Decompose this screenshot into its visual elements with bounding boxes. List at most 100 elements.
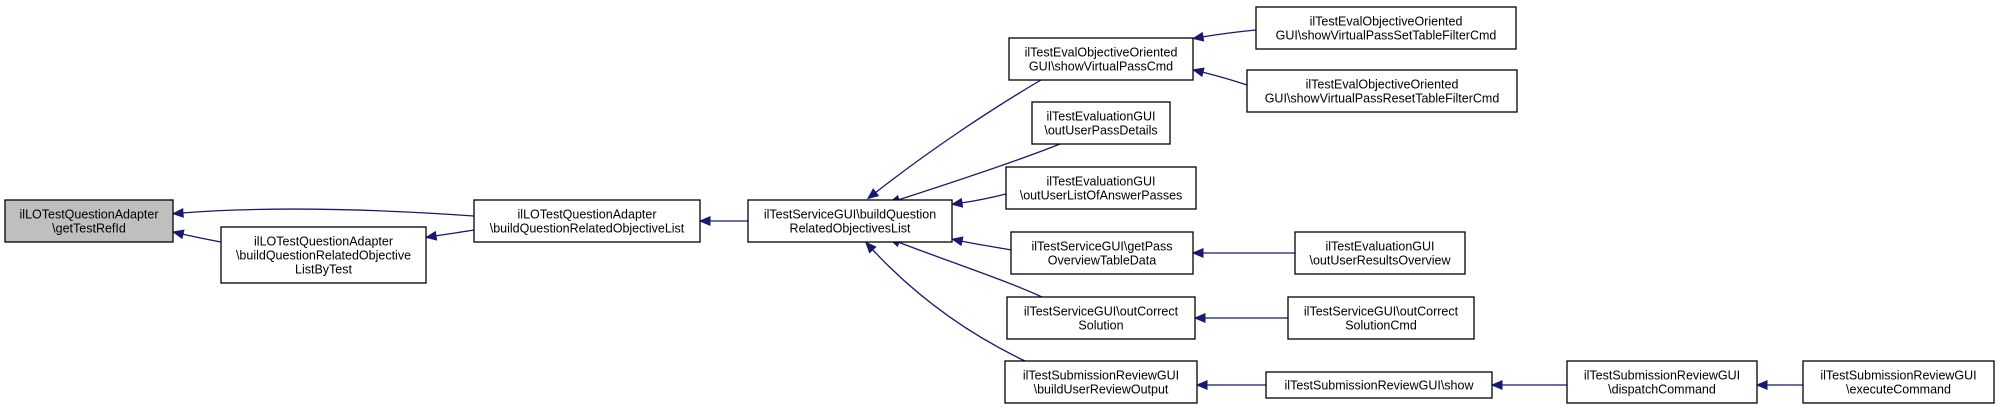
node-label-line: ilTestEvaluationGUI <box>1046 175 1155 189</box>
node-label-line: ilTestSubmissionReviewGUI\show <box>1285 379 1475 393</box>
node-box[interactable] <box>747 199 953 243</box>
node-label-line: \dispatchCommand <box>1608 383 1716 397</box>
node-label-line: RelatedObjectivesList <box>790 222 911 236</box>
node-label-line: ilTestServiceGUI\getPass <box>1031 240 1172 254</box>
node-n15[interactable]: ilTestSubmissionReviewGUI\dispatchComman… <box>1566 360 1758 404</box>
edge-n15-to-n14 <box>1490 380 1567 390</box>
edge-n11-to-n4 <box>1192 67 1248 86</box>
edge-line <box>181 208 475 217</box>
edge-n14-to-n9 <box>1195 380 1266 390</box>
node-label-line: ilTestEvalObjectiveOriented <box>1306 78 1459 92</box>
node-n4[interactable]: ilTestEvalObjectiveOrientedGUI\showVirtu… <box>1008 37 1194 81</box>
node-n6[interactable]: ilTestEvaluationGUI\outUserListOfAnswerP… <box>1005 166 1197 210</box>
node-box[interactable] <box>1031 101 1171 145</box>
edge-line <box>871 248 1026 362</box>
node-box[interactable] <box>1255 6 1517 50</box>
node-box[interactable] <box>1294 231 1466 275</box>
edge-line <box>434 229 475 237</box>
node-label-line: OverviewTableData <box>1048 254 1156 268</box>
arrowhead-icon <box>1755 380 1768 390</box>
node-n16[interactable]: ilTestSubmissionReviewGUI\executeCommand <box>1802 360 1995 404</box>
edge-n1-to-n2 <box>424 229 475 241</box>
arrowhead-icon <box>950 197 964 208</box>
node-label-line: \buildUserReviewOutput <box>1034 383 1169 397</box>
node-label-line: ilLOTestQuestionAdapter <box>254 235 393 249</box>
edge-line <box>960 193 1007 204</box>
node-n0[interactable]: ilLOTestQuestionAdapter\getTestRefId <box>4 199 174 243</box>
node-n5[interactable]: ilTestEvaluationGUI\outUserPassDetails <box>1031 101 1171 145</box>
node-n2[interactable]: ilLOTestQuestionAdapter\buildQuestionRel… <box>220 226 427 284</box>
node-label-line: ilTestServiceGUI\outCorrect <box>1304 305 1459 319</box>
node-box[interactable] <box>1287 296 1475 340</box>
edge-n9-to-n3 <box>865 241 1026 362</box>
node-n1[interactable]: ilLOTestQuestionAdapter\buildQuestionRel… <box>473 199 701 243</box>
node-label-line: \outUserListOfAnswerPasses <box>1020 189 1183 203</box>
edge-n1-to-n0 <box>171 207 475 218</box>
edge-n4-to-n3 <box>866 79 1042 200</box>
node-label-line: ilTestEvaluationGUI <box>1046 110 1155 124</box>
node-label-line: \buildQuestionRelatedObjective <box>236 249 411 263</box>
node-label-line: ilTestServiceGUI\outCorrect <box>1024 305 1179 319</box>
edge-line <box>960 240 1012 251</box>
arrowhead-icon <box>1191 248 1204 258</box>
node-n10[interactable]: ilTestEvalObjectiveOrientedGUI\showVirtu… <box>1255 6 1517 50</box>
arrowhead-icon <box>1193 313 1206 323</box>
node-label-line: Solution <box>1078 319 1123 333</box>
edge-line <box>897 241 1043 298</box>
arrowhead-icon <box>1195 380 1208 390</box>
arrowhead-icon <box>1192 67 1205 78</box>
edge-line <box>874 79 1042 194</box>
arrowhead-icon <box>171 229 185 240</box>
node-label-line: ilLOTestQuestionAdapter <box>518 208 657 222</box>
node-n14[interactable]: ilTestSubmissionReviewGUI\show <box>1265 371 1493 399</box>
node-box[interactable] <box>1246 69 1518 113</box>
node-box[interactable] <box>1802 360 1995 404</box>
node-label-line: ilTestSubmissionReviewGUI <box>1584 369 1740 383</box>
node-label-line: ilTestEvaluationGUI <box>1325 240 1434 254</box>
arrowhead-icon <box>1490 380 1503 390</box>
root-node-box[interactable] <box>4 199 174 243</box>
node-label-line: ilLOTestQuestionAdapter <box>20 208 159 222</box>
node-label-line: \outUserResultsOverview <box>1309 254 1451 268</box>
node-n12[interactable]: ilTestEvaluationGUI\outUserResultsOvervi… <box>1294 231 1466 275</box>
edge-n6-to-n3 <box>950 193 1007 208</box>
edge-n12-to-n7 <box>1191 248 1295 258</box>
node-box[interactable] <box>1005 166 1197 210</box>
node-box[interactable] <box>1006 296 1196 340</box>
node-box[interactable] <box>220 226 427 284</box>
edge-n10-to-n4 <box>1191 29 1257 42</box>
node-box[interactable] <box>473 199 701 243</box>
node-box[interactable] <box>1265 371 1493 399</box>
node-box[interactable] <box>1004 360 1198 404</box>
node-n9[interactable]: ilTestSubmissionReviewGUI\buildUserRevie… <box>1004 360 1198 404</box>
edge-line <box>897 143 1061 201</box>
edge-line <box>1201 71 1248 86</box>
edge-n16-to-n15 <box>1755 380 1803 390</box>
node-n11[interactable]: ilTestEvalObjectiveOrientedGUI\showVirtu… <box>1246 69 1518 113</box>
node-box[interactable] <box>1010 231 1194 275</box>
node-label-line: ilTestServiceGUI\buildQuestion <box>764 208 936 222</box>
node-label-line: SolutionCmd <box>1345 319 1417 333</box>
node-box[interactable] <box>1566 360 1758 404</box>
node-n7[interactable]: ilTestServiceGUI\getPassOverviewTableDat… <box>1010 231 1194 275</box>
arrowhead-icon <box>950 236 964 247</box>
edge-line <box>1201 29 1257 38</box>
node-n3[interactable]: ilTestServiceGUI\buildQuestionRelatedObj… <box>747 199 953 243</box>
node-label-line: GUI\showVirtualPassSetTableFilterCmd <box>1276 29 1497 43</box>
node-label-line: ilTestSubmissionReviewGUI <box>1023 369 1179 383</box>
arrowhead-icon <box>424 230 438 241</box>
node-label-line: \outUserPassDetails <box>1044 124 1157 138</box>
node-label-line: GUI\showVirtualPassResetTableFilterCmd <box>1265 92 1500 106</box>
edge-line <box>181 233 222 243</box>
edge-n13-to-n8 <box>1193 313 1288 323</box>
node-label-line: ilTestEvalObjectiveOriented <box>1310 15 1463 29</box>
node-label-line: \getTestRefId <box>52 222 126 236</box>
arrowhead-icon <box>698 216 711 226</box>
arrowhead-icon <box>865 241 877 254</box>
node-label-line: GUI\showVirtualPassCmd <box>1029 60 1173 74</box>
node-label-line: ListByTest <box>295 263 352 277</box>
node-box[interactable] <box>1008 37 1194 81</box>
